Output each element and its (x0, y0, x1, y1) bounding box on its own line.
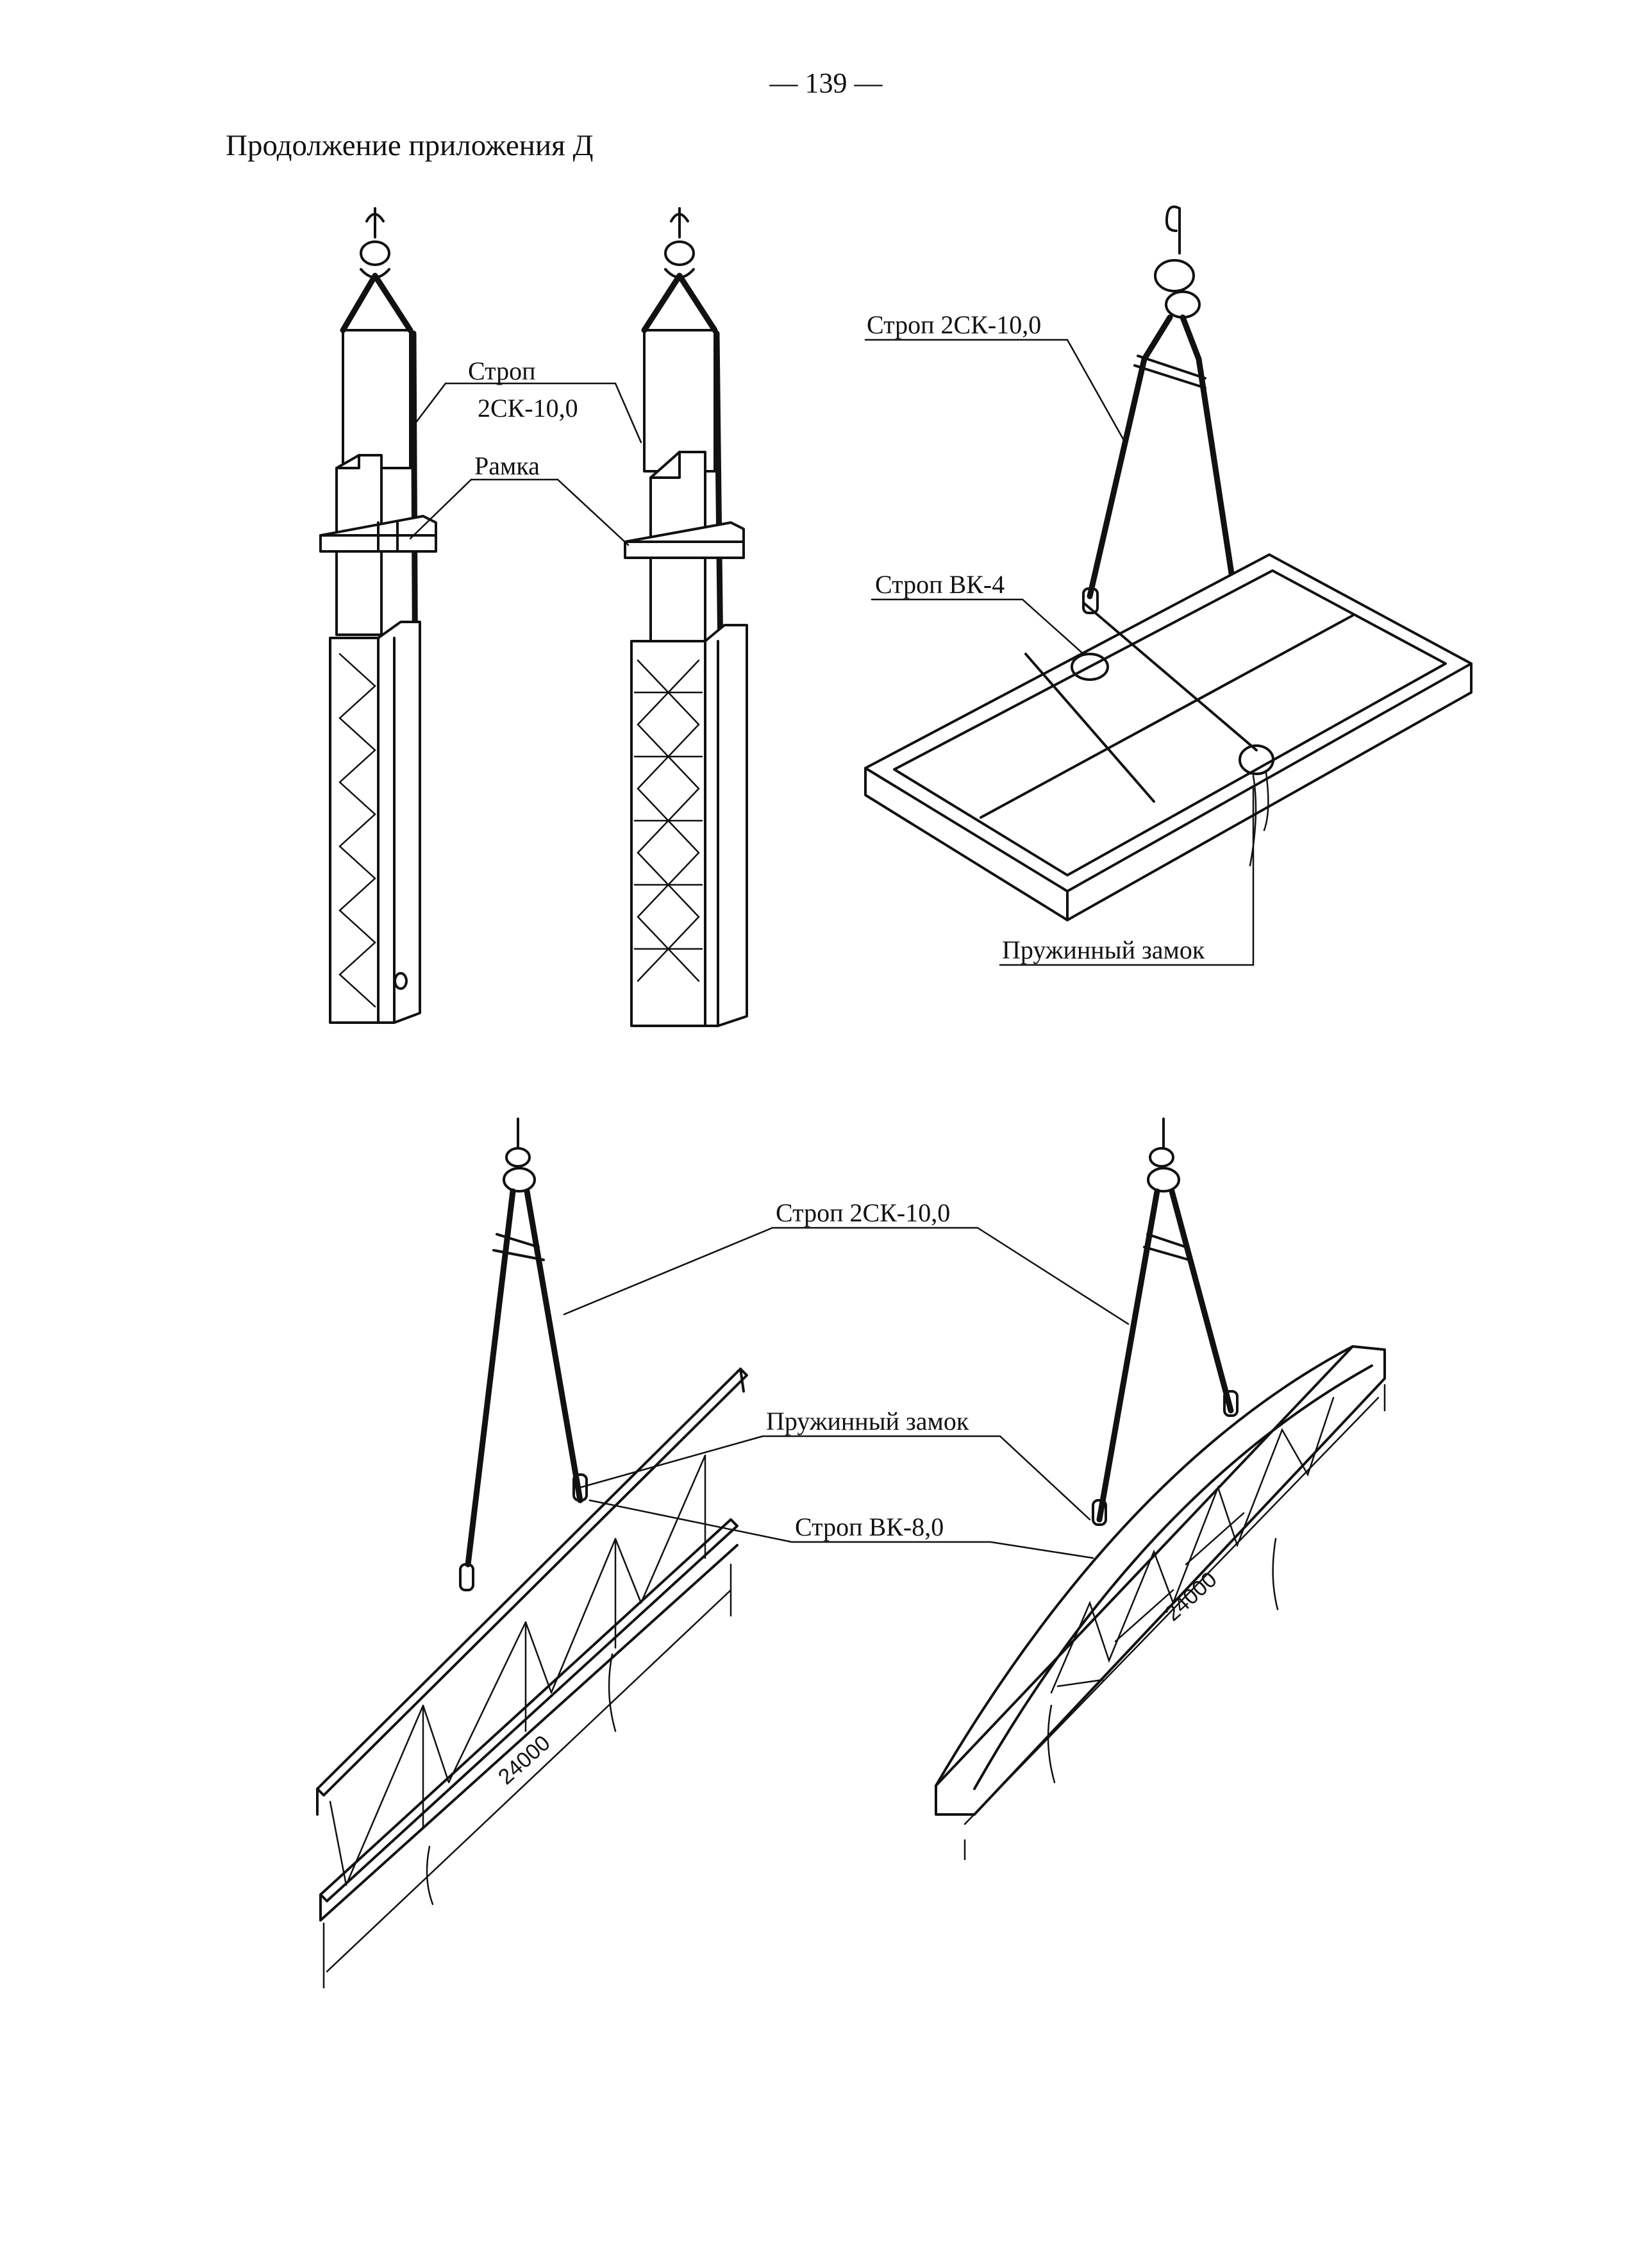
column-2-illustration (624, 207, 748, 1027)
column-labels: Строп 2СК-10,0 Рамка (409, 356, 642, 546)
label-strop-2sk: 2СК-10,0 (478, 394, 578, 423)
label-strop-vk8: Строп ВК-8,0 (795, 1512, 944, 1541)
label-strop-vk4: Строп ВК-4 (875, 570, 1005, 599)
label-frame: Рамка (474, 451, 540, 480)
label-spring-lock-truss: Пружинный замок (766, 1407, 969, 1436)
label-strop-2sk-truss: Строп 2СК-10,0 (776, 1198, 950, 1227)
right-truss-illustration: 24000 (935, 1118, 1386, 1861)
left-truss-illustration: 24000 (316, 1118, 748, 1989)
label-spring-lock-slab: Пружинный замок (1002, 935, 1205, 964)
slab-illustration (864, 205, 1473, 921)
slab-labels: Строп 2СК-10,0 Строп ВК-4 Пружинный замо… (864, 310, 1255, 966)
label-strop-2sk-slab: Строп 2СК-10,0 (867, 310, 1041, 339)
column-1-illustration (319, 207, 437, 1024)
truss-labels: Строп 2СК-10,0 Пружинный замок Строп ВК-… (563, 1198, 1130, 1559)
label-strop: Строп (468, 356, 536, 385)
continuation-heading: Продолжение приложения Д (226, 129, 594, 162)
page-number: — 139 — (769, 67, 883, 99)
